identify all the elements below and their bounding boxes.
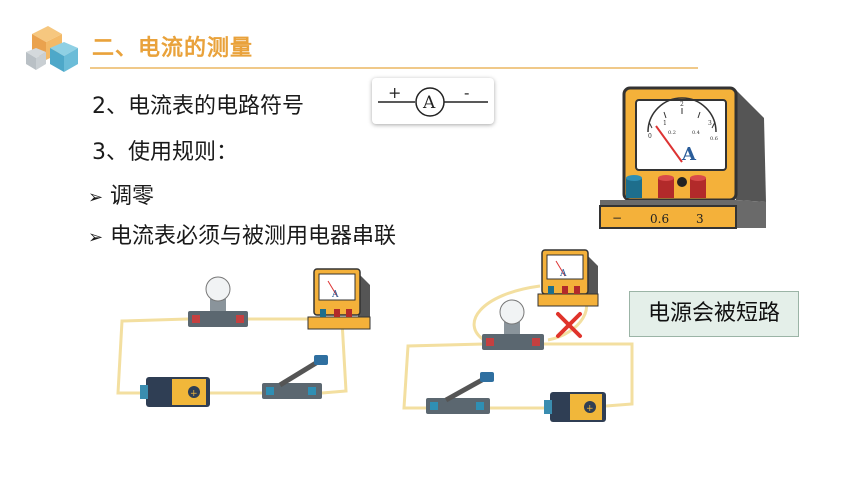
scale-label-2: 2 [680, 101, 684, 108]
section-title: 二、电流的测量 [92, 36, 254, 61]
ammeter-symbol-icon: + A - [378, 83, 488, 117]
ammeter-illustration: 0 1 2 3 0.2 0.4 0.6 A − 0.6 3 [599, 86, 766, 229]
scale-label-3: 3 [708, 120, 712, 127]
series-circuit-diagram: A + [116, 268, 371, 407]
terminal-minus: − [612, 211, 622, 225]
title-divider [90, 67, 698, 69]
terminal-3: 3 [696, 212, 704, 226]
scale-sub-3: 0.6 [710, 136, 718, 142]
svg-text:+: + [190, 389, 198, 399]
battery-icon: + [544, 392, 606, 422]
battery-icon: + [140, 377, 210, 407]
cross-mark-icon [556, 312, 582, 338]
switch-icon [426, 372, 494, 414]
bulb-icon [188, 276, 248, 327]
short-circuit-diagram: A + [402, 249, 634, 422]
svg-text:A: A [559, 269, 567, 279]
ammeter-small-icon: A [537, 249, 599, 307]
item-rules-text: 3、使用规则： [92, 140, 238, 165]
terminal-06: 0.6 [650, 212, 669, 226]
ammeter-small-icon: A [307, 268, 371, 330]
bullet-series-text: 电流表必须与被测用电器串联 [110, 224, 397, 249]
symbol-letter: A [422, 93, 436, 113]
scale-label-0: 0 [648, 133, 652, 140]
ammeter-symbol-card: + A - [372, 78, 494, 124]
logo-cubes-icon [26, 26, 78, 72]
item-symbol-text: 2、电流表的电路符号 [92, 94, 304, 119]
short-circuit-label: 电源会被短路 [629, 291, 799, 337]
symbol-plus: + [388, 83, 401, 102]
svg-text:A: A [331, 290, 339, 300]
scale-sub-1: 0.2 [668, 130, 676, 136]
svg-text:+: + [586, 404, 594, 414]
scale-label-1: 1 [663, 120, 667, 127]
bullet-zero: ➢ 调零 [88, 178, 154, 210]
bullet-arrow-icon: ➢ [88, 187, 104, 208]
meter-letter: A [681, 144, 697, 165]
bulb-icon [482, 299, 544, 350]
bullet-series: ➢ 电流表必须与被测用电器串联 [88, 218, 396, 250]
scale-sub-2: 0.4 [692, 130, 700, 136]
bullet-arrow-icon: ➢ [88, 227, 104, 248]
bullet-zero-text: 调零 [110, 184, 155, 209]
switch-icon [262, 355, 328, 399]
symbol-minus: - [464, 83, 469, 102]
